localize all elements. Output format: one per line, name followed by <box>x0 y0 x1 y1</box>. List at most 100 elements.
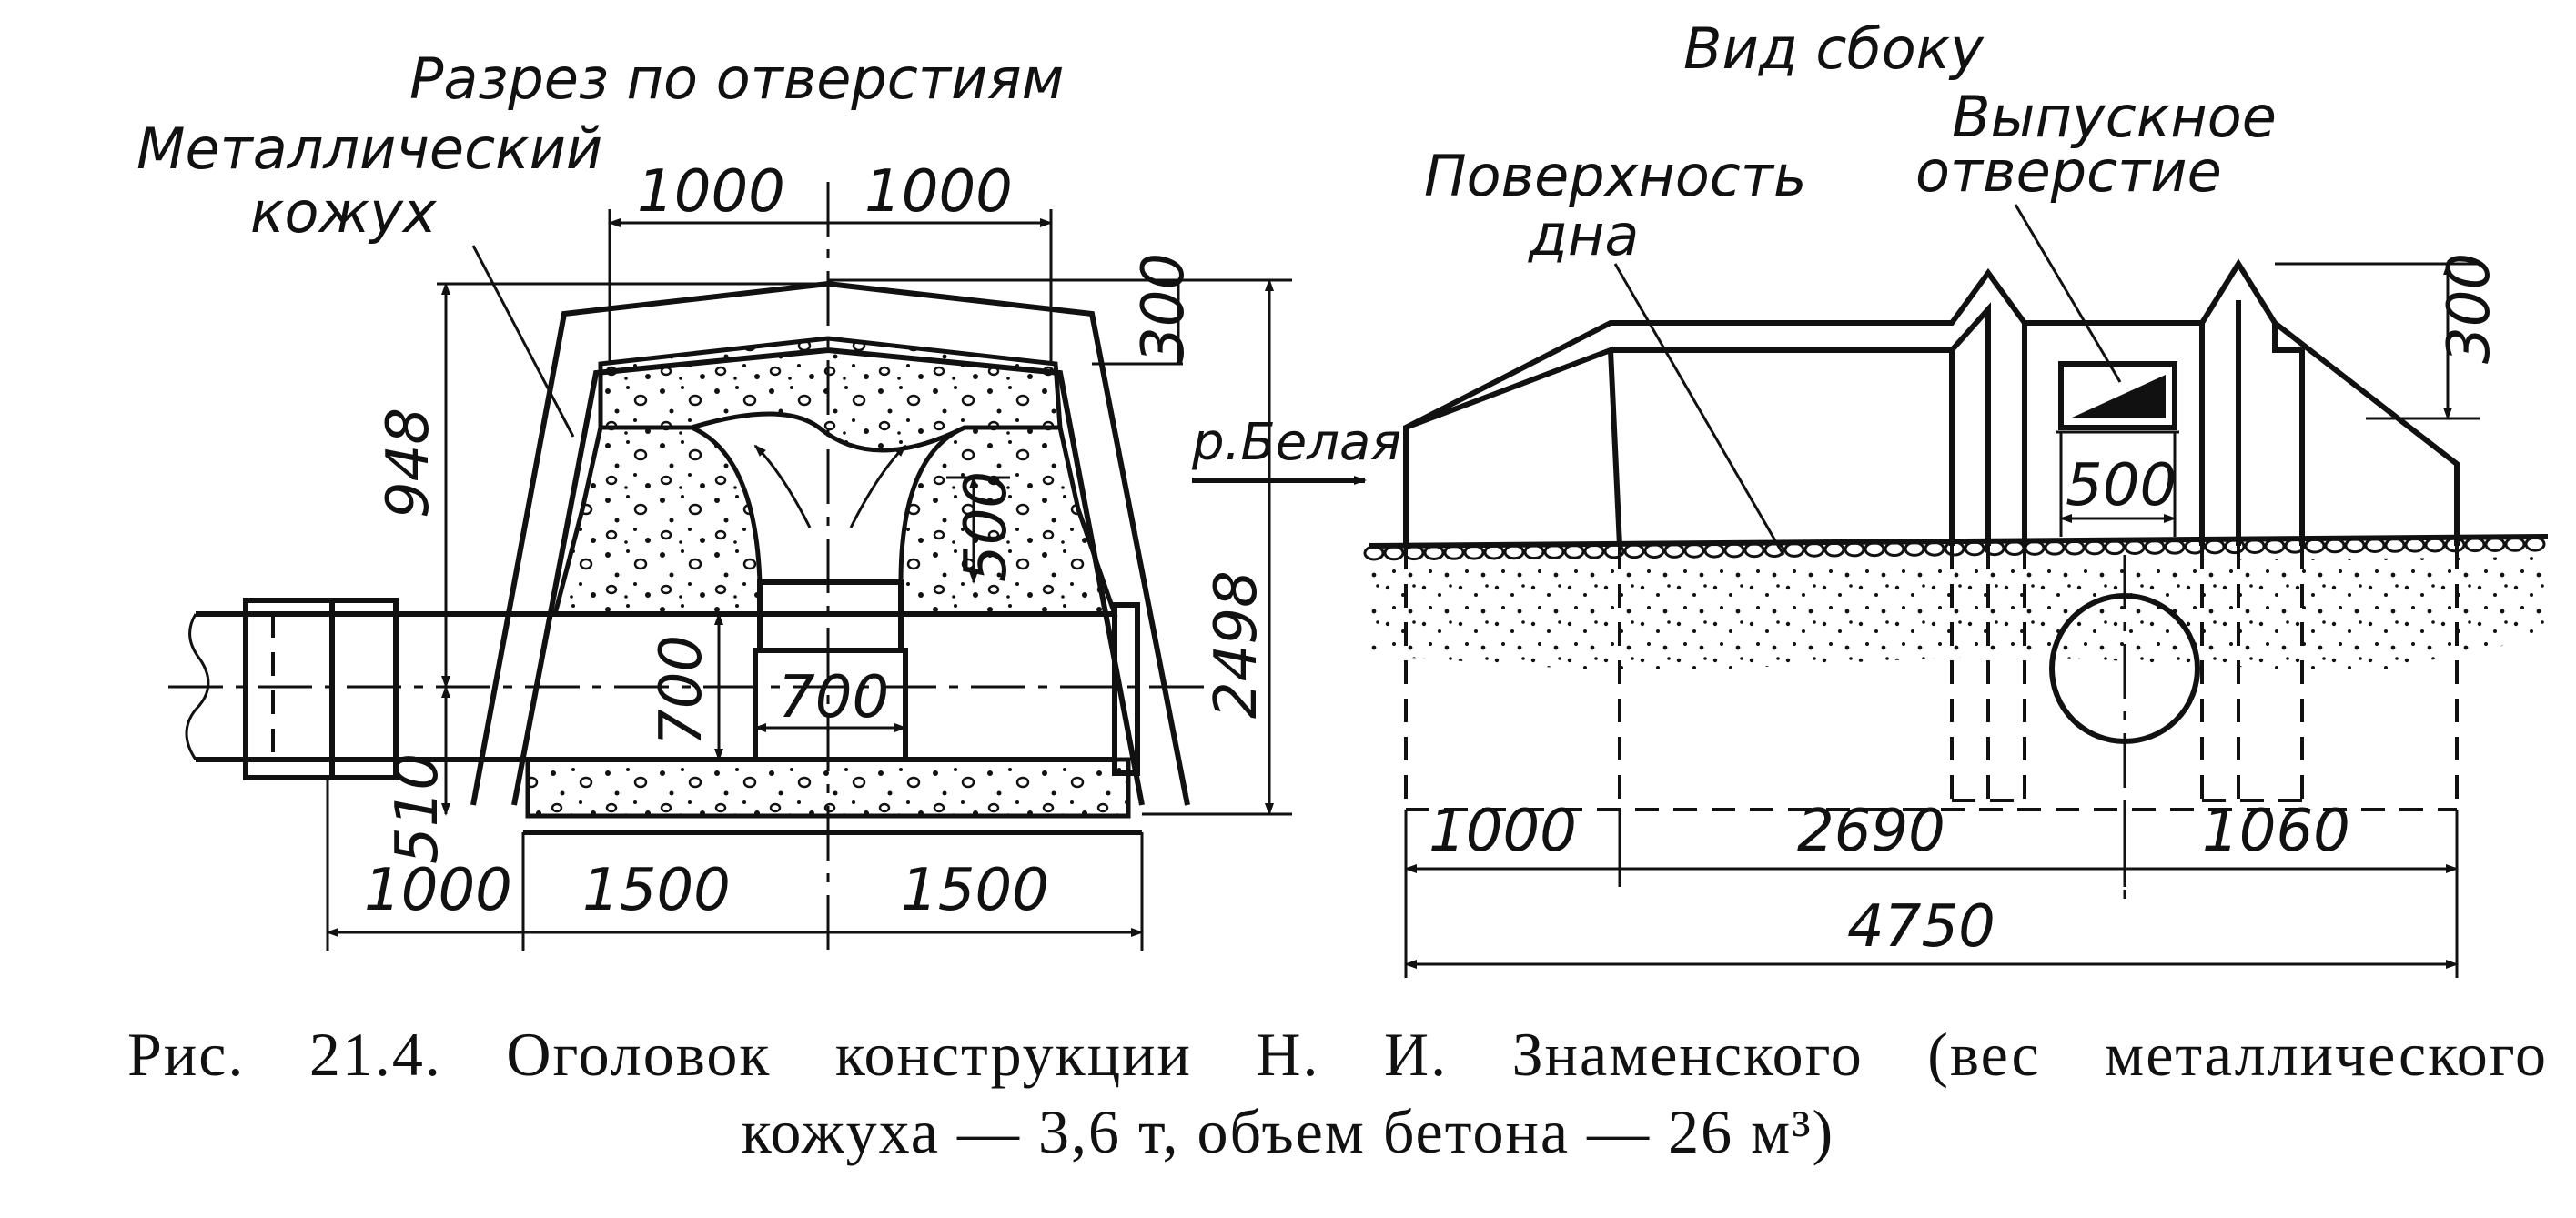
pebble <box>2084 539 2106 556</box>
pebble <box>1783 541 1805 558</box>
outlet-window <box>2058 361 2177 430</box>
dim-bottom-3: 1500 <box>901 857 1049 924</box>
pebble <box>2304 538 2326 554</box>
pebble <box>1884 541 1905 558</box>
pebble <box>2224 539 2246 555</box>
pebble <box>1864 541 1885 558</box>
pebble <box>2004 540 2025 557</box>
dim-right-top: 300 <box>1130 253 1197 364</box>
pebble <box>1363 545 1385 561</box>
outlet-leader <box>2014 204 2122 383</box>
pebble <box>2364 537 2386 553</box>
figure-drawing: Разрез по отверстиям Металлический кожух <box>136 15 2549 978</box>
pipe-body <box>196 611 1115 762</box>
casing-label-line1: Металлический <box>136 116 602 182</box>
pebble <box>2024 539 2046 556</box>
dim-left-height: 948 <box>375 408 442 518</box>
outlet-label-line2: отверстие <box>1915 138 2222 205</box>
right-side-view: Вид сбоку Выпускное отверстие Поверхност… <box>1363 15 2549 978</box>
dim-seg-1: 1000 <box>1429 798 1577 865</box>
foundation-hidden-lines <box>1404 546 2459 811</box>
pebble <box>1483 544 1505 560</box>
pebble <box>2264 538 2286 554</box>
pebble <box>2064 539 2086 556</box>
casing-leader-line <box>471 245 575 438</box>
dim-top-right: 1000 <box>864 158 1013 226</box>
pebble <box>1523 544 1545 560</box>
right-view-title: Вид сбоку <box>1683 15 1985 82</box>
flow-arrow-left <box>753 444 812 528</box>
pebble <box>2324 538 2346 554</box>
pebble <box>2344 538 2366 554</box>
outlet-plate <box>1112 602 1140 776</box>
outlet-label-line1: Выпускное <box>1952 84 2277 150</box>
headwall-inner <box>1404 300 2241 547</box>
pebble <box>1583 543 1605 559</box>
dim-pipe-width: 700 <box>778 664 889 731</box>
pebble <box>2504 536 2526 552</box>
pebble <box>2484 536 2506 552</box>
pebble <box>1984 540 2005 557</box>
dim-total: 4750 <box>1847 893 1995 961</box>
pebble <box>1663 542 1685 559</box>
caption-line-2: кожуха — 3,6 т, объем бетона — 26 м³) <box>741 1097 1835 1166</box>
outlet-window-shade <box>2070 375 2166 418</box>
pebble <box>1743 542 1765 559</box>
pebble <box>2524 536 2546 552</box>
pebble <box>1603 543 1625 559</box>
pebble <box>1443 544 1465 560</box>
pebble <box>1463 544 1485 560</box>
riverbed-surface <box>1369 534 2549 549</box>
pebble <box>1763 542 1785 559</box>
casing-label-line2: кожух <box>250 179 438 246</box>
pebble <box>1423 544 1445 560</box>
pipe-collar <box>243 598 399 780</box>
riverbed-pebbles <box>1363 536 2546 561</box>
flow-arrow-right <box>849 444 907 528</box>
dim-pipe-height: 700 <box>648 635 715 746</box>
pebble <box>1543 543 1565 559</box>
pebble <box>1904 540 1925 557</box>
dim-top-left: 1000 <box>637 158 785 226</box>
pebble <box>1803 541 1825 558</box>
pebble <box>2424 537 2446 553</box>
pebble <box>2244 538 2266 554</box>
dim-outlet-width: 500 <box>2066 452 2177 519</box>
pebble <box>1703 542 1725 559</box>
pebble <box>2204 539 2226 555</box>
dim-seg-2: 2690 <box>1797 798 1945 865</box>
pebble <box>2384 537 2406 553</box>
pebble <box>1944 540 1965 557</box>
pebble <box>2124 539 2146 556</box>
pebble <box>2404 537 2426 553</box>
bottom-surface-label-line1: Поверхность <box>1424 143 1807 209</box>
pebble <box>1383 545 1405 561</box>
pebble <box>1844 541 1865 558</box>
pebble <box>1563 543 1585 559</box>
left-section-view: Разрез по отверстиям Металлический кожух <box>136 45 1401 960</box>
pebble <box>2144 539 2166 555</box>
pebble <box>1723 542 1745 559</box>
headwall-outline <box>1403 258 2460 546</box>
pebble <box>2164 539 2186 555</box>
pebble <box>2464 537 2486 553</box>
dim-inner-vertical: 500 <box>953 471 1020 582</box>
pebble <box>2044 539 2066 556</box>
pebble <box>1823 541 1845 558</box>
pebble <box>2104 539 2126 556</box>
headwall-right-wing <box>2272 323 2305 546</box>
river-label: р.Белая <box>1191 413 1401 472</box>
bottom-surface-label-line2: дна <box>1528 202 1639 268</box>
left-view-title: Разрез по отверстиям <box>409 45 1064 112</box>
pebble <box>1683 542 1705 559</box>
pebble <box>1623 543 1645 559</box>
dim-seg-3: 1060 <box>2202 798 2350 865</box>
dim-bottom-1: 1000 <box>364 857 512 924</box>
dim-bottom-left-small: 510 <box>384 753 451 864</box>
pebble <box>1964 540 1985 557</box>
dim-bottom-2: 1500 <box>582 857 731 924</box>
soil-fill <box>1369 557 2548 673</box>
concrete-left-fill <box>551 425 763 617</box>
pebble <box>1503 544 1525 560</box>
pebble <box>1924 540 1945 557</box>
